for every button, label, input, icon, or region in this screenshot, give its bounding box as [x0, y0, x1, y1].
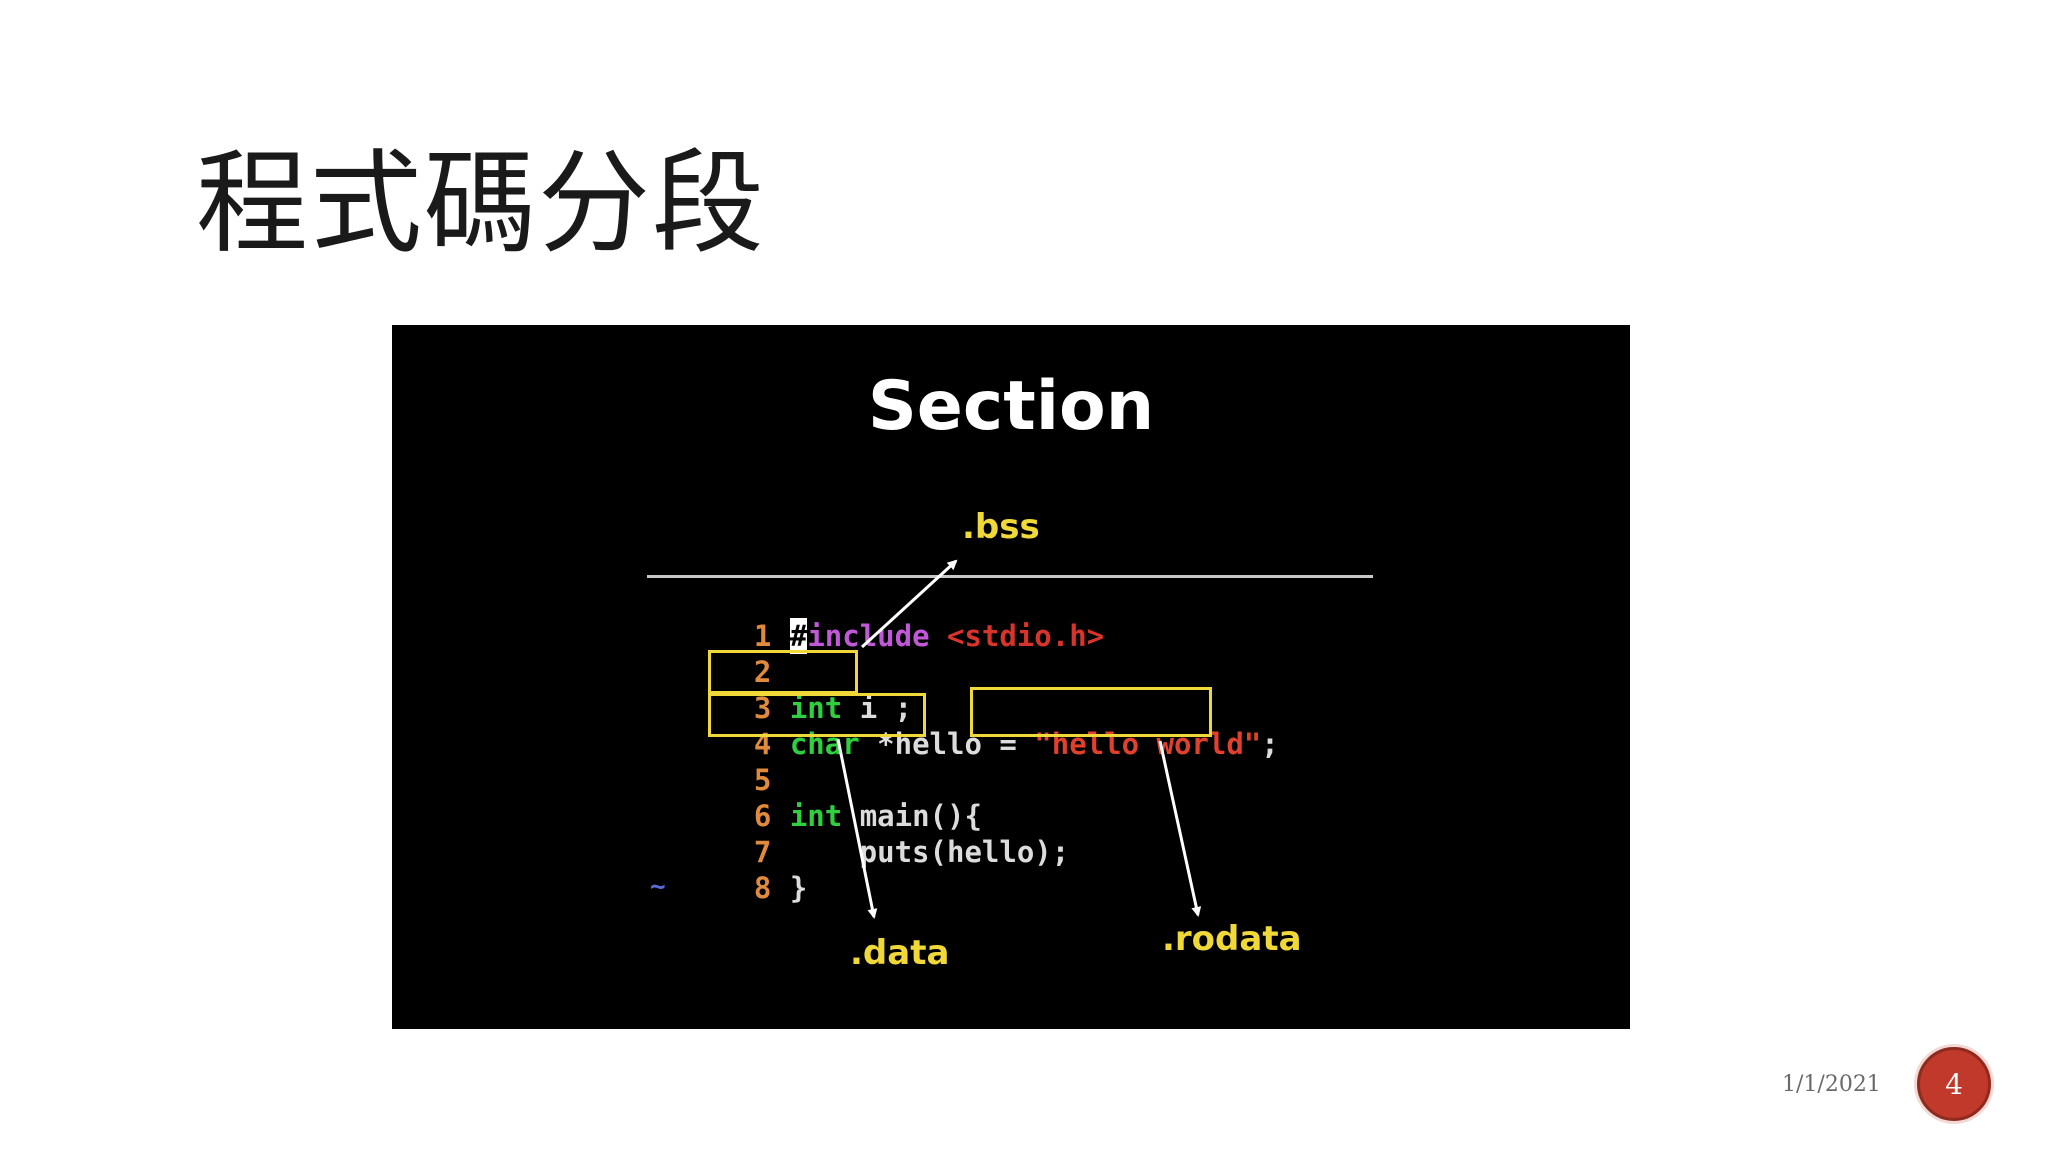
bss-arrow	[860, 559, 958, 649]
line-number: 5	[753, 763, 772, 797]
line-number: 3	[753, 691, 772, 725]
page-number: 4	[1945, 1067, 1963, 1101]
data-label: .data	[850, 933, 950, 973]
rodata-highlight-box	[970, 687, 1212, 737]
code-line-5: 5	[684, 726, 790, 797]
slide-date: 1/1/2021	[1782, 1072, 1881, 1097]
line-number: 7	[753, 835, 772, 869]
include-directive: include	[807, 619, 947, 653]
code-line-7: 7 puts(hello);	[684, 798, 1069, 869]
editor-divider	[647, 575, 1373, 578]
code-text: *hello	[859, 727, 982, 761]
code-line-8: 8}	[684, 834, 807, 905]
page-number-badge: 4	[1917, 1047, 1991, 1121]
data-highlight-box	[708, 693, 926, 737]
rodata-label: .rodata	[1162, 919, 1302, 959]
cursor-char: #	[789, 618, 808, 654]
code-text: puts(hello);	[789, 835, 1070, 869]
editor-tilde: ~	[650, 872, 666, 902]
code-line-2: 2	[684, 618, 790, 689]
line-number: 6	[753, 799, 772, 833]
keyword: int	[789, 691, 843, 725]
code-text: }	[789, 871, 808, 905]
line-number: 8	[753, 871, 772, 905]
rodata-arrow	[1158, 740, 1202, 917]
header-name: <stdio.h>	[947, 619, 1105, 653]
keyword: char	[789, 727, 860, 761]
bss-highlight-box	[708, 650, 858, 694]
code-line-3: 3 int i ;	[684, 654, 912, 725]
bss-label: .bss	[962, 507, 1040, 547]
data-arrow	[836, 738, 878, 919]
code-text: i ;	[842, 691, 913, 725]
semicolon: ;	[1261, 727, 1279, 761]
arrows	[836, 559, 1202, 919]
code-text: main(){	[842, 799, 982, 833]
keyword: int	[789, 799, 843, 833]
code-line-6: 6 int main(){	[684, 762, 982, 833]
line-number: 2	[753, 655, 772, 689]
string-literal: "hello world"	[1034, 727, 1262, 761]
slide-title: 程式碼分段	[196, 139, 766, 269]
section-figure: Section .bss .data .rodata 1 #include <st…	[392, 325, 1630, 1029]
line-number: 1	[753, 619, 772, 653]
code-line-1: 1 #include <stdio.h>	[684, 582, 1104, 654]
figure-title: Section	[867, 367, 1155, 446]
